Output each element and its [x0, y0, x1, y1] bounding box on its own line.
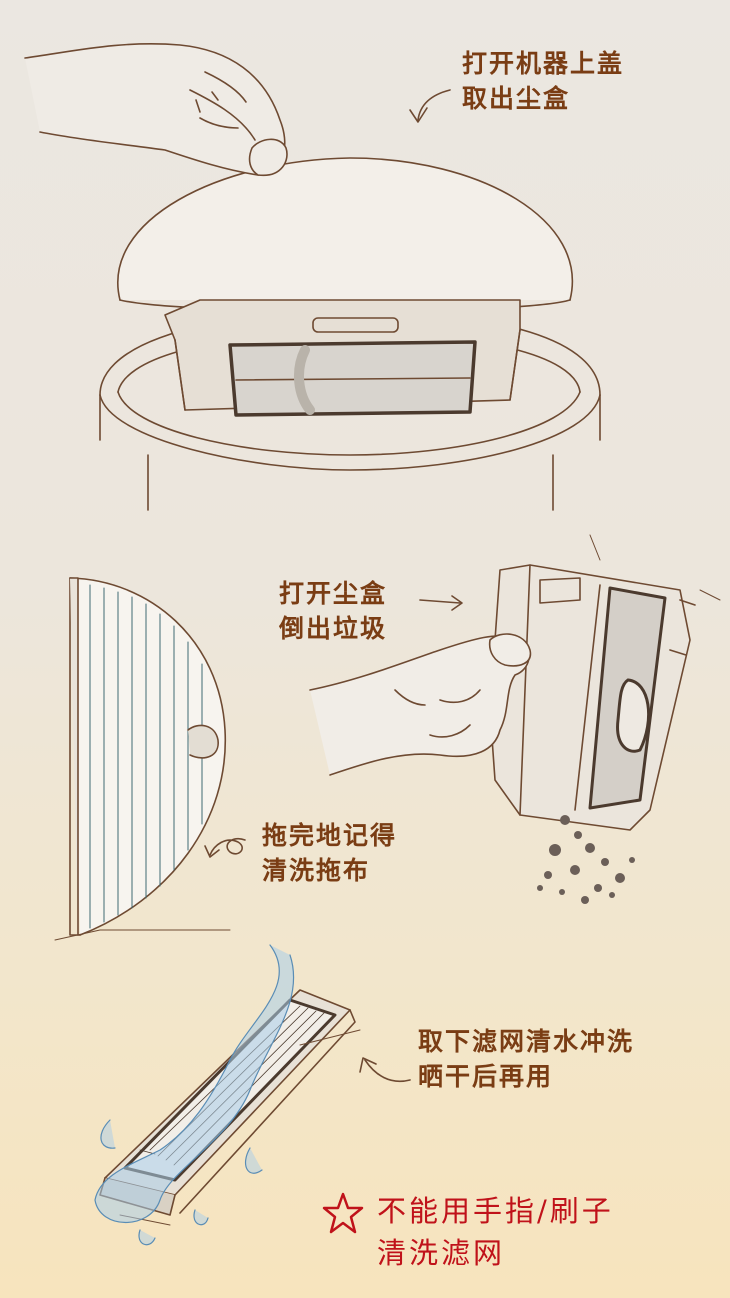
- step-3-caption: 拖完地记得 清洗拖布: [262, 818, 397, 888]
- dust-box-scene: [309, 534, 721, 831]
- robot-lid-scene: [24, 43, 601, 511]
- step-4-line-2: 晒干后再用: [418, 1062, 554, 1091]
- mop-pad-scene: [54, 577, 231, 941]
- warning-line-1: 不能用手指/刷子: [377, 1194, 614, 1228]
- step-2-line-2: 倒出垃圾: [279, 614, 388, 643]
- step-3-line-1: 拖完地记得: [262, 821, 398, 850]
- warning-line-2: 清洗滤网: [377, 1236, 506, 1270]
- star-icon: [322, 1192, 364, 1234]
- step-1-line-2: 取出尘盒: [462, 84, 571, 113]
- step-4-line-1: 取下滤网清水冲洗: [418, 1027, 635, 1056]
- step-2-line-1: 打开尘盒: [279, 579, 388, 608]
- step-4-caption: 取下滤网清水冲洗 晒干后再用: [418, 1024, 634, 1094]
- step-2-caption: 打开尘盒 倒出垃圾: [279, 576, 387, 646]
- warning-note: 不能用手指/刷子 清洗滤网: [377, 1190, 614, 1274]
- step-1-line-1: 打开机器上盖: [462, 49, 625, 78]
- step-1-caption: 打开机器上盖 取出尘盒: [462, 46, 624, 116]
- filter-scene: [94, 944, 411, 1246]
- debris: [537, 815, 635, 904]
- step-3-line-2: 清洗拖布: [262, 856, 371, 885]
